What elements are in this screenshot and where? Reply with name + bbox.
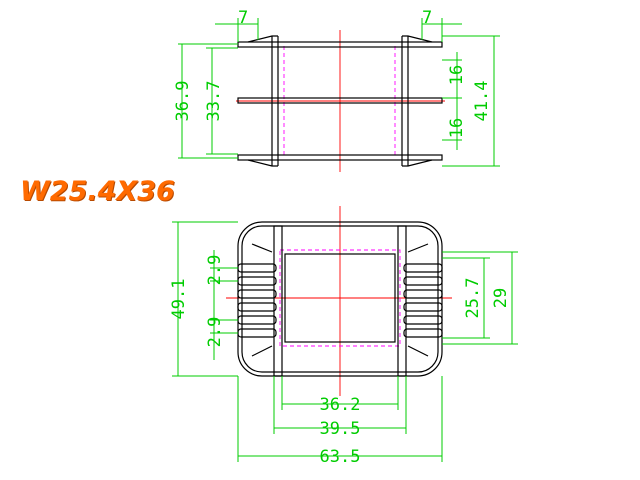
- dim-label-pin-pitch-bottom: 2.9: [205, 317, 225, 348]
- pin-left-5: [237, 315, 277, 325]
- dim-label-front-height-total: 49.1: [169, 279, 189, 320]
- dim-label-right-flange: 7: [422, 8, 432, 28]
- dim-label-window-height: 25.7: [463, 278, 483, 319]
- dim-label-slot-bottom: 16: [447, 118, 467, 138]
- dim-label-height-outer: 36.9: [173, 81, 193, 122]
- chamfer-bottom-left: [247, 159, 278, 167]
- rib-top-right: [407, 243, 429, 253]
- pin-right-1: [403, 263, 443, 273]
- pin-fingers-right: [403, 263, 443, 338]
- bobbin-body-inner-outline: [241, 225, 439, 373]
- pin-right-5: [403, 315, 443, 325]
- chamfer-bottom-right: [402, 159, 433, 167]
- bobbin-body-outline: [237, 221, 443, 377]
- dim-label-height-inner: 33.7: [204, 81, 224, 122]
- dim-label-width-total: 63.5: [320, 447, 361, 467]
- top-view: 7 7 36.9 33.7 16 16 41.4: [173, 8, 500, 172]
- pin-right-2: [403, 276, 443, 286]
- pin-fingers-left: [237, 263, 277, 338]
- pin-left-6: [237, 328, 277, 338]
- front-view: 49.1 2.9 2.9 25.7 29 36.2 39.5 63.5: [169, 206, 518, 467]
- part-number-title: W25.4X36: [20, 176, 175, 207]
- pin-left-3: [237, 289, 277, 299]
- core-window: [284, 253, 396, 343]
- dim-label-height-total: 41.4: [472, 81, 492, 122]
- pin-left-2: [237, 276, 277, 286]
- post-right: [397, 225, 407, 377]
- pin-left-4: [237, 302, 277, 312]
- dim-label-width-mid: 39.5: [320, 419, 361, 439]
- rib-top-left: [251, 243, 273, 253]
- pin-right-3: [403, 289, 443, 299]
- pin-left-1: [237, 263, 277, 273]
- dim-label-flange-height: 29: [491, 288, 511, 308]
- core-window-hidden: [279, 249, 401, 347]
- rib-bottom-right: [407, 345, 429, 357]
- dim-label-pin-pitch-top: 2.9: [205, 255, 225, 286]
- dim-label-left-flange: 7: [238, 8, 248, 28]
- middle-flange: [237, 97, 443, 104]
- dim-label-width-inner: 36.2: [320, 395, 361, 415]
- dim-label-slot-top: 16: [447, 65, 467, 85]
- chamfer-top-right: [402, 35, 433, 43]
- post-left: [273, 225, 283, 377]
- rib-bottom-left: [251, 345, 273, 357]
- pin-right-6: [403, 328, 443, 338]
- chamfer-top-left: [247, 35, 278, 43]
- pin-right-4: [403, 302, 443, 312]
